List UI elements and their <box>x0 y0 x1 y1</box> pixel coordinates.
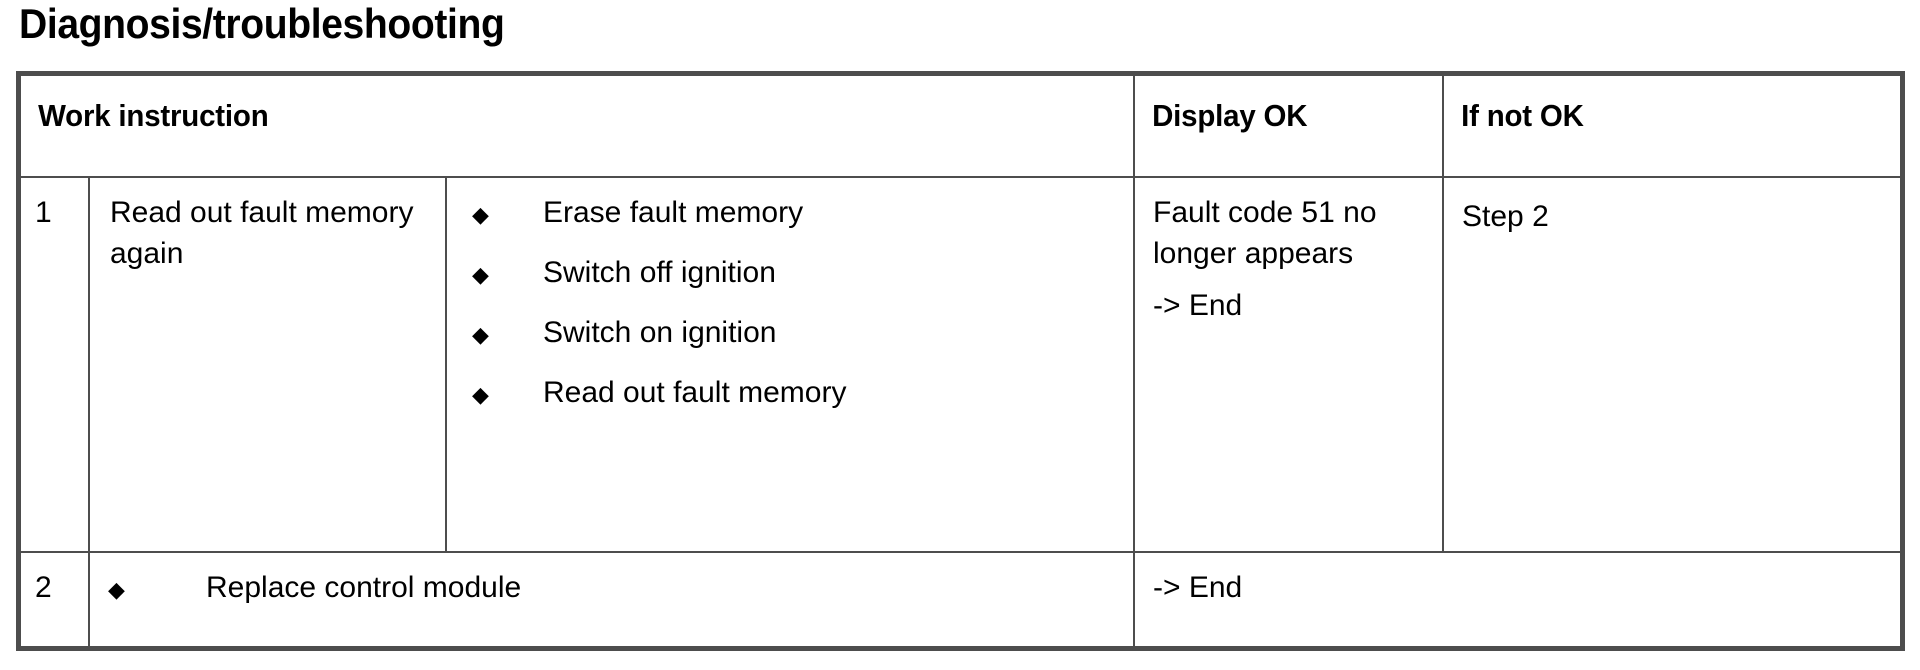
header-cell-display-ok: Display OK <box>1133 73 1445 179</box>
page-title: Diagnosis/troubleshooting <box>19 0 505 47</box>
display-ok-content-1: Fault code 51 no longer appears -> End <box>1135 178 1442 334</box>
row-number-2: 2 <box>35 570 52 604</box>
row-if-not-ok-cell-1: Step 2 <box>1442 176 1903 553</box>
table-row: 1 Read out fault memory again ◆ Erase fa… <box>19 176 1903 553</box>
if-not-ok-text-1: Step 2 <box>1462 200 1549 234</box>
diamond-bullet-icon: ◆ <box>472 262 489 288</box>
list-item: ◆ Erase fault memory <box>447 192 1133 235</box>
diamond-bullet-icon: ◆ <box>108 576 125 602</box>
list-item: ◆ Read out fault memory <box>447 372 1133 415</box>
bullet-text: Read out fault memory <box>543 376 847 410</box>
header-cell-if-not-ok: If not OK <box>1442 73 1903 179</box>
display-ok-text-1: Fault code 51 no longer appears <box>1153 196 1377 271</box>
header-label-if-not-ok: If not OK <box>1461 98 1584 133</box>
row-instruction-cell-2: ◆ Replace control module <box>87 550 1136 649</box>
bullet-list-1: ◆ Erase fault memory ◆ Switch off igniti… <box>447 178 1133 415</box>
diagnosis-table-wrapper: Work instruction Display OK If not OK 1 … <box>15 71 1906 651</box>
bullet-text: Switch on ignition <box>543 316 777 350</box>
header-label-display-ok: Display OK <box>1152 98 1308 133</box>
diamond-bullet-icon: ◆ <box>472 202 489 228</box>
bullet-text: Erase fault memory <box>543 196 804 230</box>
diamond-bullet-icon: ◆ <box>472 322 489 348</box>
diagnosis-table: Work instruction Display OK If not OK 1 … <box>15 71 1906 651</box>
row-number-1: 1 <box>35 196 52 230</box>
row-bullet-list-cell-1: ◆ Erase fault memory ◆ Switch off igniti… <box>444 176 1136 553</box>
bullet-text: Switch off ignition <box>543 256 776 290</box>
bullet-text: Replace control module <box>206 570 522 604</box>
bullet-list-2: ◆ Replace control module <box>90 553 1133 610</box>
row-number-cell-2: 2 <box>19 550 90 649</box>
row-instruction-cell-1: Read out fault memory again <box>88 176 447 553</box>
header-cell-work-instruction: Work instruction <box>18 73 1136 179</box>
table-header-row: Work instruction Display OK If not OK <box>18 73 1903 179</box>
row-number-cell-1: 1 <box>19 176 90 553</box>
row-result-cell-2: -> End <box>1133 550 1903 649</box>
header-label-work-instruction: Work instruction <box>38 98 269 133</box>
list-item: ◆ Switch off ignition <box>447 252 1133 295</box>
diamond-bullet-icon: ◆ <box>472 382 489 408</box>
table-row: 2 ◆ Replace control module -> End <box>19 550 1903 649</box>
list-item: ◆ Switch on ignition <box>447 312 1133 355</box>
row-display-ok-cell-1: Fault code 51 no longer appears -> End <box>1133 176 1445 553</box>
display-ok-end-1: -> End <box>1153 289 1243 323</box>
result-text-2: -> End <box>1153 570 1243 604</box>
row-instruction-text-1: Read out fault memory again <box>110 196 414 271</box>
